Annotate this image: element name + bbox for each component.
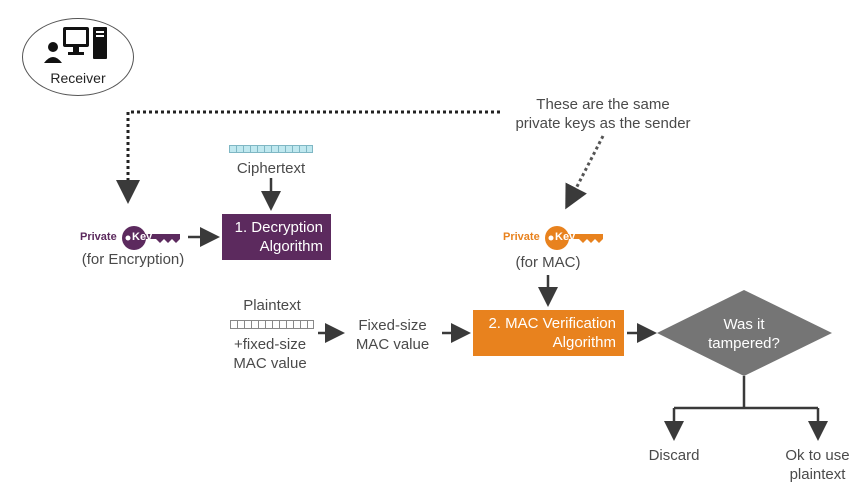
ciphertext-block [229,145,313,153]
decision-line1: Was it [723,316,765,333]
plaintext-line3: MAC value [233,355,307,372]
fixed-mac-line1: Fixed-size [358,317,427,334]
fixed-mac-text: Fixed-size MAC value [345,316,440,354]
annotation-text: These are the same private keys as the s… [498,95,708,133]
private-key-mac: Private Key [503,226,608,250]
private-label: Private [503,231,540,243]
private-key-encryption: Private Key [80,226,185,250]
key-label: Key [555,231,576,243]
receiver-badge: Receiver [22,18,134,96]
decision-diamond [657,290,832,376]
plaintext-line2: +fixed-size [233,336,307,353]
ciphertext-label: Ciphertext [236,160,306,177]
plaintext-block [230,320,314,329]
decryption-algorithm-box: 1. Decryption Algorithm [222,214,331,260]
key-icon [122,226,180,250]
decision-line2: tampered? [708,335,780,352]
ok-to-use-label: Ok to use plaintext [770,446,865,484]
mac-key-caption: (for MAC) [515,254,581,271]
dotted-line-to-encryption-key [116,110,500,204]
decryption-line1: 1. Decryption [234,219,323,236]
plaintext-label: Plaintext [243,297,301,314]
computer-user-icon [44,27,107,63]
private-label: Private [80,231,117,243]
mac-verification-box: 2. MAC Verification Algorithm [473,310,624,356]
key-label: Key [132,231,153,243]
fixed-mac-line2: MAC value [355,336,430,353]
dotted-line-to-mac-key [565,135,605,210]
key-icon [545,226,603,250]
mac-verify-line1: 2. MAC Verification [488,315,616,332]
encryption-key-caption: (for Encryption) [81,251,185,268]
plaintext-mac-text: +fixed-size MAC value [215,335,325,373]
ok-line2: plaintext [789,466,846,483]
ok-line1: Ok to use [785,447,850,464]
receiver-label: Receiver [50,70,106,86]
mac-verify-line2: Algorithm [552,334,616,351]
decryption-line2: Algorithm [259,238,323,255]
decision-text: Was it tampered? [690,315,798,353]
annotation-line1: These are the same [536,96,670,113]
discard-label: Discard [648,447,700,464]
annotation-line2: private keys as the sender [515,115,691,132]
